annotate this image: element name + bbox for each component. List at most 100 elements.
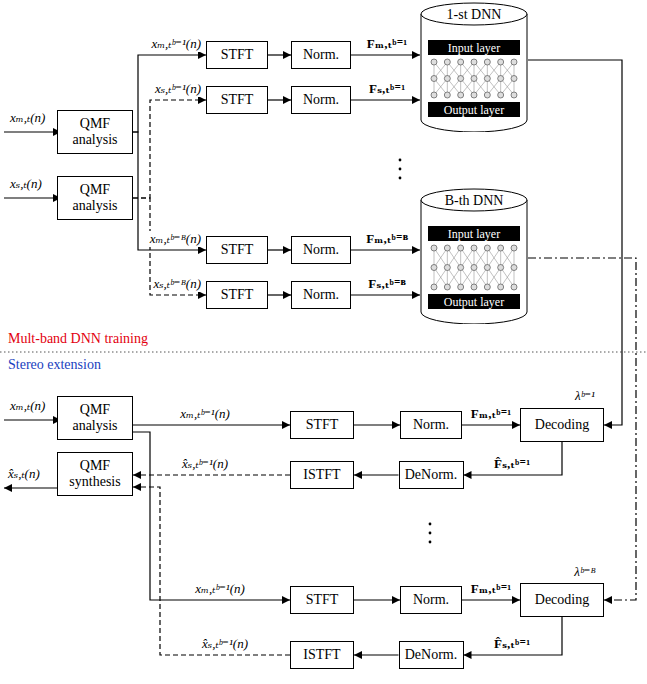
box-label: Decoding bbox=[535, 592, 589, 608]
signal-label: Fₘ,ₜᵇ⁼¹ bbox=[470, 406, 512, 422]
signal-name: xₘ,ₜ(n) bbox=[10, 398, 45, 414]
layer-name: Input layer bbox=[448, 227, 500, 241]
signal-connector bbox=[462, 599, 520, 600]
signal-label: xₘ,ₜᵇ⁼¹(n) bbox=[194, 581, 246, 597]
inverse-transform-box: ISTFT bbox=[290, 461, 354, 489]
box-label: Decoding bbox=[535, 417, 589, 433]
normalize-box: Norm. bbox=[400, 411, 462, 439]
network-neuron bbox=[498, 265, 504, 271]
network-neuron bbox=[444, 265, 450, 271]
signal-label: xₛ,ₜᵇ⁼¹(n) bbox=[154, 81, 202, 97]
signal-label: F̂ₛ,ₜᵇ⁼¹ bbox=[493, 636, 531, 652]
network-neuron bbox=[498, 76, 504, 82]
network-link bbox=[434, 268, 447, 288]
denormalize-box: DeNorm. bbox=[399, 461, 464, 489]
network-neuron bbox=[431, 265, 437, 271]
box-label: Norm. bbox=[413, 417, 449, 433]
network-link bbox=[434, 268, 447, 288]
input-wire bbox=[4, 197, 61, 198]
signal-label: xₛ,ₜᵇ⁼ᴮ(n) bbox=[152, 276, 202, 292]
normalize-box: Norm. bbox=[400, 586, 462, 614]
filter-bank-box: QMF analysis bbox=[57, 176, 133, 220]
signal-connector bbox=[133, 132, 206, 250]
decoding-box: Decoding bbox=[520, 583, 604, 617]
ellipsis-dot bbox=[399, 159, 402, 162]
network-neuron bbox=[431, 245, 437, 251]
box-label: DeNorm. bbox=[405, 467, 458, 483]
layer-name: Output layer bbox=[444, 103, 504, 117]
network-neuron bbox=[458, 245, 464, 251]
box-label: DeNorm. bbox=[405, 647, 458, 663]
network-neuron bbox=[484, 59, 490, 65]
signal-connector bbox=[133, 424, 290, 425]
signal-label: x̂ₛ,ₜᵇ⁼¹(n) bbox=[181, 456, 229, 472]
cylinder-body bbox=[421, 14, 527, 132]
network-link bbox=[447, 268, 460, 288]
signal-connector bbox=[464, 617, 563, 655]
signal-label: xₘ,ₜᵇ⁼¹(n) bbox=[179, 406, 231, 422]
section-title: Stereo extension bbox=[8, 357, 101, 373]
signal-name: xₛ,ₜ(n) bbox=[10, 176, 42, 192]
signal-connector bbox=[133, 487, 290, 655]
network-link bbox=[474, 248, 487, 268]
box-label: STFT bbox=[221, 92, 254, 108]
box-label: STFT bbox=[221, 287, 254, 303]
network-neuron bbox=[484, 76, 490, 82]
network-neuron bbox=[484, 265, 490, 271]
signal-connector bbox=[351, 249, 420, 250]
dnn-title: 1-st DNN bbox=[420, 7, 528, 23]
network-link bbox=[434, 248, 447, 268]
layer-bar: Input layer bbox=[428, 226, 520, 241]
signal-name: x̂ₛ,ₜ(n) bbox=[8, 466, 40, 482]
normalize-box: Norm. bbox=[291, 86, 351, 114]
network-neuron bbox=[484, 245, 490, 251]
network-neuron bbox=[444, 92, 450, 98]
network-link bbox=[461, 268, 474, 288]
ellipsis-dot bbox=[429, 523, 432, 526]
signal-name: xₘ,ₜ(n) bbox=[10, 110, 45, 126]
network-neuron bbox=[458, 284, 464, 290]
cylinder-cap bbox=[421, 189, 527, 211]
network-neuron bbox=[458, 76, 464, 82]
signal-connector bbox=[351, 54, 420, 55]
signal-label: xₘ,ₜᵇ⁼¹(n) bbox=[150, 36, 202, 52]
network-link bbox=[447, 248, 460, 268]
network-neuron bbox=[471, 59, 477, 65]
box-label: Norm. bbox=[413, 592, 449, 608]
input-wire bbox=[4, 419, 61, 420]
signal-label: Fₘ,ₜᵇ⁼¹ bbox=[470, 581, 512, 597]
network-neuron bbox=[458, 265, 464, 271]
network-neuron bbox=[471, 92, 477, 98]
signal-connector bbox=[351, 294, 420, 295]
signal-connector bbox=[354, 474, 399, 475]
ellipsis-dot bbox=[399, 177, 402, 180]
normalize-box: Norm. bbox=[291, 41, 351, 69]
signal-connector bbox=[133, 474, 290, 475]
dnn-cylinder: 1-st DNN Input layerOutput layer bbox=[420, 2, 528, 132]
network-link bbox=[501, 248, 514, 268]
transform-box: STFT bbox=[206, 86, 268, 114]
network-neuron bbox=[431, 76, 437, 82]
cylinder-cap bbox=[421, 3, 527, 25]
filter-bank-box: QMF analysis bbox=[57, 396, 133, 440]
network-neuron bbox=[484, 92, 490, 98]
layer-name: Output layer bbox=[444, 295, 504, 309]
signal-connector bbox=[268, 249, 291, 250]
network-link bbox=[501, 268, 514, 288]
dnn-cylinder: B-th DNN Input layerOutput layer bbox=[420, 188, 528, 324]
signal-connector bbox=[268, 294, 291, 295]
transform-box: STFT bbox=[290, 586, 354, 614]
network-neuron bbox=[511, 92, 517, 98]
box-label: Norm. bbox=[303, 92, 339, 108]
filter-bank-box: QMF synthesis bbox=[57, 452, 133, 496]
section-separator bbox=[0, 352, 647, 353]
box-label: STFT bbox=[221, 47, 254, 63]
ellipsis-dot bbox=[429, 541, 432, 544]
layer-name: Input layer bbox=[448, 41, 500, 55]
signal-connector bbox=[464, 442, 563, 475]
network-neuron bbox=[498, 245, 504, 251]
cylinder-body bbox=[421, 200, 527, 324]
dnn-title: B-th DNN bbox=[420, 193, 528, 209]
network-neuron bbox=[511, 245, 517, 251]
signal-label: λᵇ⁼¹ bbox=[574, 388, 596, 404]
